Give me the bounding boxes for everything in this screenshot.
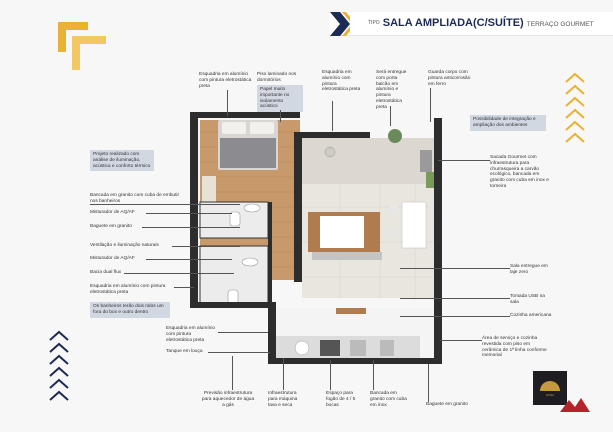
label-left-lower-1: Esquadria em alumínio com pintura eletro…	[166, 326, 216, 343]
leader-left-1	[90, 204, 240, 205]
header-subtitle: TERRAÇO GOURMET	[526, 21, 594, 28]
label-left-7: Esquadria em alumínio com pintura eletro…	[90, 284, 166, 295]
brand-logo: ZONA	[533, 371, 567, 405]
label-left-box-bottom: Os banheiros terão dois ralos um fora do…	[90, 302, 170, 318]
mountain-icon	[560, 398, 590, 412]
leader-left-lower-1	[218, 332, 268, 333]
label-bottom-2: Infraestrutura para máquina lava e seca	[268, 391, 298, 408]
header-band: TIPO SALA AMPLIADA(C/SUÍTE) TERRAÇO GOUR…	[330, 12, 613, 36]
leader-right-3	[400, 298, 510, 299]
leader-left-7	[174, 287, 194, 288]
logo-mark-icon	[540, 381, 560, 391]
logo-text: ZONA	[545, 393, 555, 397]
label-left-lower-2: Tanque em louça	[166, 349, 203, 354]
leader-bottom-3	[330, 360, 331, 390]
leader-top-2	[280, 110, 281, 122]
header-title-suffix: (C/SUÍTE)	[472, 17, 524, 29]
label-top-box: Papel muito importante no isolamento acú…	[257, 85, 303, 113]
label-right-5: Área de serviço e cozinha revestida com …	[482, 336, 547, 359]
gold-corner-icon	[58, 22, 106, 70]
leader-left-6	[124, 273, 234, 274]
label-right-box: Possibilidade de integração e ampliação …	[470, 115, 546, 131]
leader-left-3	[142, 227, 240, 228]
label-top-5: Guarda corpo com pintura anticorrosão em…	[428, 70, 471, 87]
header-chevron-icon	[330, 12, 350, 36]
leader-top-3	[332, 101, 333, 131]
floor-plan	[190, 112, 442, 364]
leader-bottom-1	[232, 356, 233, 390]
leader-right-2	[400, 268, 510, 269]
leader-top-5	[430, 88, 431, 122]
label-left-1: Bancada em granito com cuba de embutir n…	[90, 193, 180, 204]
label-bottom-4: Bancada em granito com cuba em inox	[370, 391, 407, 408]
label-bottom-5: Baguete em granito	[426, 402, 468, 407]
label-left-box-top: Projeto realizado com análise de ilumina…	[90, 150, 154, 172]
label-top-3: Esquadria em alumínio com pintura eletro…	[322, 70, 361, 93]
label-left-3: Baguete em granito	[90, 224, 132, 229]
leader-left-lower-2	[208, 352, 270, 353]
label-left-6: Bacia dual flux	[90, 270, 122, 275]
leader-left-5	[146, 259, 232, 260]
label-right-4: Cozinha americana	[510, 313, 552, 318]
label-top-2: Piso laminado nos dormitórios	[257, 72, 297, 83]
leader-bottom-4	[373, 360, 374, 390]
leader-right-1	[438, 160, 490, 161]
label-right-2: Sala entregue em laje zero	[510, 264, 548, 275]
label-top-1: Esquadria em alumínio com pintura eletro…	[199, 72, 252, 89]
leader-bottom-2	[283, 358, 284, 390]
label-bottom-1: Previsão infraestrutura para aquecedor d…	[201, 391, 255, 408]
leader-top-4	[390, 106, 391, 126]
leader-bottom-5	[428, 364, 429, 402]
header-tipo: TIPO	[368, 20, 380, 27]
header-main-title: SALA AMPLIADA	[382, 17, 473, 29]
label-right-1: Sacada Gourmet com infraestrutura para c…	[490, 155, 549, 189]
label-top-4: Será entregue com porta balcão em alumín…	[376, 70, 407, 110]
label-left-5: Misturador de AQ/AF	[90, 256, 135, 261]
header-title: TIPO SALA AMPLIADA(C/SUÍTE) TERRAÇO GOUR…	[368, 17, 594, 29]
leader-left-4	[172, 246, 240, 247]
label-left-2: Misturador de AQ/AF	[90, 210, 135, 215]
leader-left-2	[146, 213, 232, 214]
gold-chevrons-icon	[565, 72, 585, 143]
leader-right-4	[400, 316, 510, 317]
leader-top-1	[227, 90, 228, 116]
label-right-3: Tomada USB na sala	[510, 294, 545, 305]
label-bottom-3: Espaço para fogão de 4 / 5 bocas	[326, 391, 356, 408]
leader-right-5	[440, 340, 482, 341]
label-left-4: Ventilação e iluminação naturais	[90, 243, 159, 248]
navy-chevrons-icon	[49, 330, 69, 401]
